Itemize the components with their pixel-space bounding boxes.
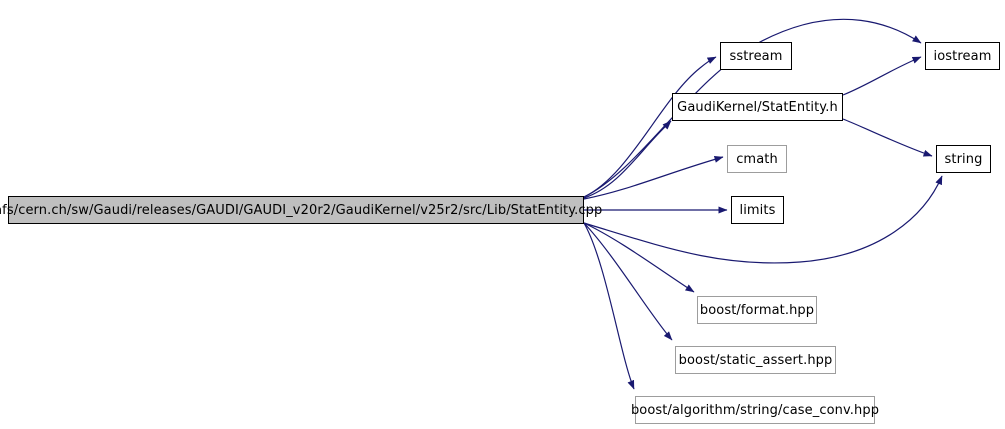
node-sstream-label: sstream [729,48,783,64]
edge-root-to-sstream [583,56,717,198]
node-boost-case-conv-hpp[interactable]: boost/algorithm/string/case_conv.hpp [631,396,879,424]
node-limits-label: limits [739,202,776,218]
node-boost-static-assert-hpp[interactable]: boost/static_assert.hpp [675,346,836,374]
node-string-label: string [944,151,983,167]
edge-statentity_h-to-string [842,118,933,157]
node-boost-case-conv-hpp-label: boost/algorithm/string/case_conv.hpp [630,402,880,418]
node-boost-format-hpp-label: boost/format.hpp [699,302,815,318]
node-string[interactable]: string [936,145,991,173]
node-boost-format-hpp[interactable]: boost/format.hpp [697,296,817,324]
node-cmath-label: cmath [736,151,778,167]
node-gaudikernel-statentity-h-label: GaudiKernel/StatEntity.h [677,99,838,115]
node-root[interactable]: /afs/cern.ch/sw/Gaudi/releases/GAUDI/GAU… [0,196,602,224]
node-limits[interactable]: limits [731,196,784,224]
edge-root-to-statentity_h [583,120,672,199]
node-sstream[interactable]: sstream [720,42,792,70]
node-cmath[interactable]: cmath [727,145,787,173]
node-boost-static-assert-hpp-label: boost/static_assert.hpp [678,352,833,368]
edge-statentity_h-to-iostream [842,56,922,96]
edge-root-to-boost_static_assert [583,222,673,341]
node-gaudikernel-statentity-h[interactable]: GaudiKernel/StatEntity.h [672,93,843,121]
node-root-label: /afs/cern.ch/sw/Gaudi/releases/GAUDI/GAU… [0,202,603,218]
edge-root-to-cmath [583,155,724,200]
edge-root-to-boost_case_conv [583,222,635,390]
node-iostream[interactable]: iostream [925,42,1000,70]
node-iostream-label: iostream [933,48,992,64]
edge-root-to-boost_format [583,222,695,293]
